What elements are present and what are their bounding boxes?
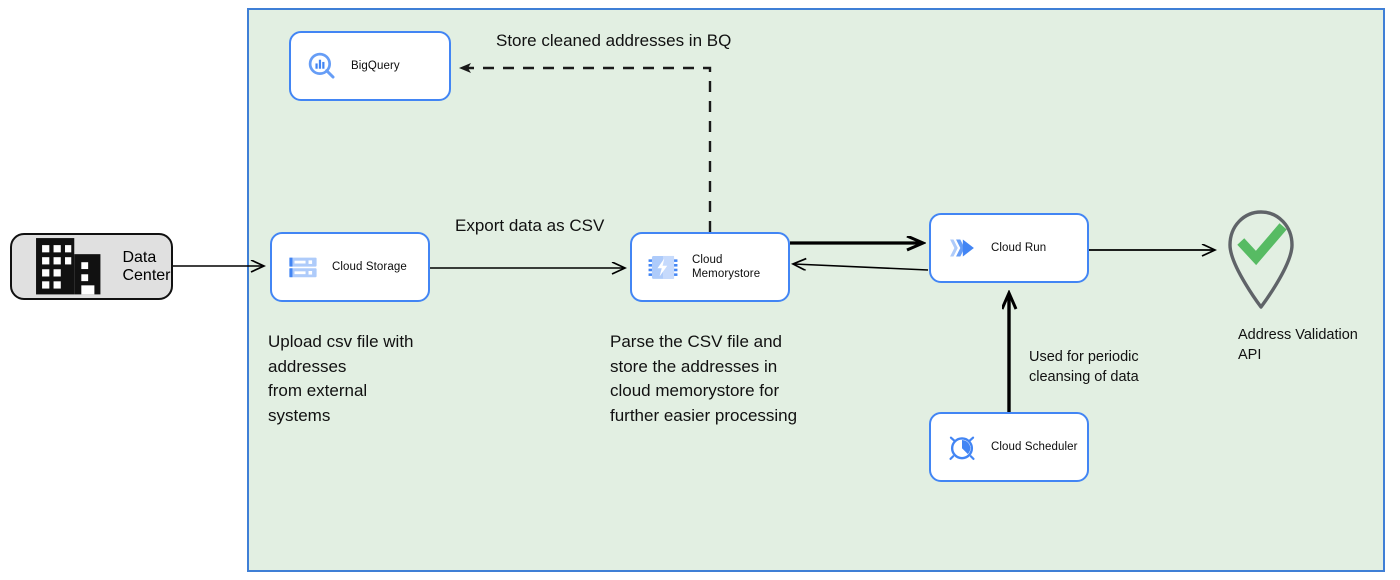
bigquery-icon [308, 52, 335, 79]
annotation-parse-note: Parse the CSV file and store the address… [610, 332, 798, 425]
edge-label-store-in-bq: Store cleaned addresses in BQ [496, 31, 732, 50]
memorystore-chip-icon [648, 255, 678, 279]
node-cloud-run-label: Cloud Run [991, 241, 1047, 254]
node-cloud-scheduler[interactable]: Cloud Scheduler [929, 412, 1089, 482]
edge-label-periodic-cleansing: Used for periodic cleansing of data [1029, 349, 1139, 385]
node-cloud-scheduler-label: Cloud Scheduler [991, 440, 1078, 453]
node-address-validation-api[interactable] [1219, 206, 1303, 310]
gcp-project-boundary [247, 8, 1385, 572]
node-address-validation-api-label: Address Validation API [1238, 327, 1358, 363]
cloud-storage-icon [289, 257, 317, 278]
node-cloud-storage-label: Cloud Storage [332, 260, 407, 273]
annotation-upload-note: Upload csv file with addresses from exte… [268, 332, 414, 425]
node-data-center-label: Data Center [122, 248, 171, 284]
node-cloud-run[interactable]: Cloud Run [929, 213, 1089, 283]
node-cloud-memorystore[interactable]: Cloud Memorystore [630, 232, 790, 302]
datacenter-building-icon [36, 238, 101, 295]
node-bigquery[interactable]: BigQuery [289, 31, 451, 101]
cloud-scheduler-clock-icon [949, 436, 975, 461]
location-pin-check-icon [1228, 210, 1294, 309]
node-data-center[interactable]: Data Center [10, 233, 173, 300]
node-cloud-storage[interactable]: Cloud Storage [270, 232, 430, 302]
node-bigquery-label: BigQuery [351, 59, 400, 72]
node-cloud-memorystore-label: Cloud Memorystore [692, 253, 761, 280]
edge-label-export-csv: Export data as CSV [455, 216, 605, 235]
cloud-run-icon [950, 239, 974, 257]
